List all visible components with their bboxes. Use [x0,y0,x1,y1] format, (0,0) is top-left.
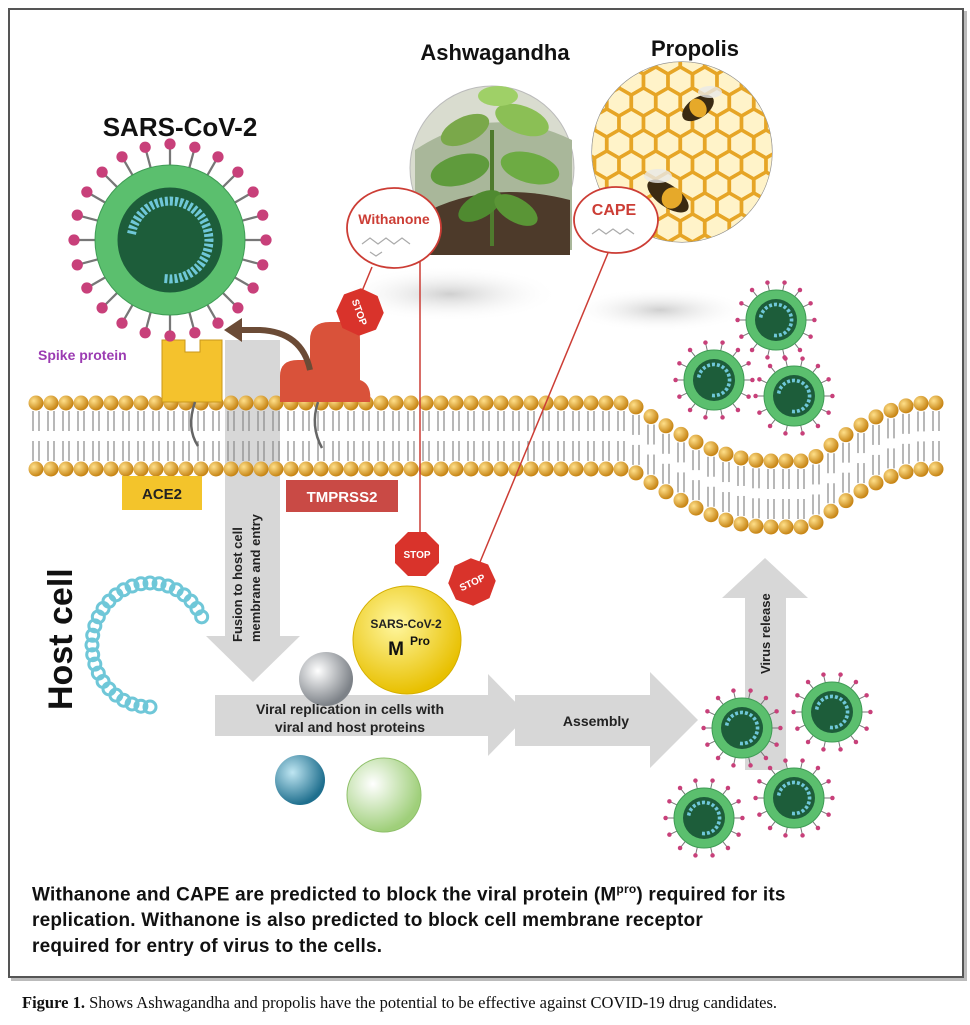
fusion-arrow [206,340,300,682]
replication-label-line1: Viral replication in cells with [256,701,444,717]
virus-group [68,138,873,858]
cape-label: CAPE [592,202,637,219]
summary-line1-a: Withanone and CAPE are predicted to bloc… [32,884,617,906]
stop-sign-icon: STOP [448,558,496,606]
cape-mpro-line [479,252,609,563]
diagram-summary: Withanone and CAPE are predicted to bloc… [32,876,947,960]
svg-text:STOP: STOP [403,550,430,561]
replication-label-line2: viral and host proteins [275,719,425,735]
fusion-label-line2: membrane and entry [248,513,263,642]
virus-particle-icon [673,340,755,420]
host-cell-membrane [28,395,944,535]
tmprss2-label-box [286,480,398,512]
figure-caption-label: Figure 1. [22,993,85,1012]
stop-sign-icon: STOP [336,288,384,336]
bee-icon [682,86,722,122]
virus-particle-icon [753,356,835,436]
figure-frame: STOP STOP STOP SARS-CoV-2 Ashwagandha Pr… [8,8,964,978]
virus-particle-icon [663,778,745,858]
tmprss2-protein [280,322,371,449]
assembly-label: Assembly [563,713,629,729]
summary-line2: replication. Withanone is also predicted… [32,910,703,932]
mpro-top-label: SARS-CoV-2 [370,617,442,631]
mpro-main-label: M [388,639,404,660]
virus-particle-icon [753,758,835,838]
figure-caption: Figure 1. Shows Ashwagandha and propolis… [22,993,962,1013]
host-protein-teal [275,755,325,805]
figure-caption-text: Shows Ashwagandha and propolis have the … [84,993,778,1012]
summary-line3: required for entry of virus to the cells… [32,936,383,958]
virus-particle-icon [735,280,817,360]
host-protein-green [346,757,422,833]
host-protein-silver [299,652,353,706]
withanone-bubble [346,187,442,269]
summary-line1-sup: pro [616,882,637,896]
mpro-protease [352,585,462,695]
cape-bubble [573,186,659,254]
ace2-label: ACE2 [142,486,182,503]
virus-release-label: Virus release [758,593,773,674]
mechanism-diagram: STOP STOP STOP SARS-CoV-2 Ashwagandha Pr… [28,36,944,858]
mpro-sup-label: Pro [410,634,430,648]
fusion-label-line1: Fusion to host cell [230,527,245,642]
replication-arrow [215,674,528,756]
spike-protein-label: Spike protein [38,347,127,363]
virus-title: SARS-CoV-2 [103,112,258,142]
host-cell-label: Host cell [42,568,80,710]
ashwagandha-image [409,85,575,255]
bee-icon [644,169,689,213]
summary-line1-b: ) required for its [636,884,786,906]
virus-release-arrow [722,558,808,770]
assembly-arrow [515,672,698,768]
virus-particle-icon [701,688,783,768]
tmprss2-label: TMPRSS2 [307,489,378,506]
virus-particle-icon [68,138,272,342]
cleavage-arrow [224,318,313,371]
stop-sign-icon: STOP [395,532,439,576]
ashwagandha-label: Ashwagandha [420,40,570,65]
host-rna-coil [84,575,210,715]
propolis-label: Propolis [651,36,739,61]
withanone-label: Withanone [358,211,430,227]
ace2-receptor [161,339,223,447]
virus-particle-icon [791,672,873,752]
ace2-label-box [122,476,202,510]
